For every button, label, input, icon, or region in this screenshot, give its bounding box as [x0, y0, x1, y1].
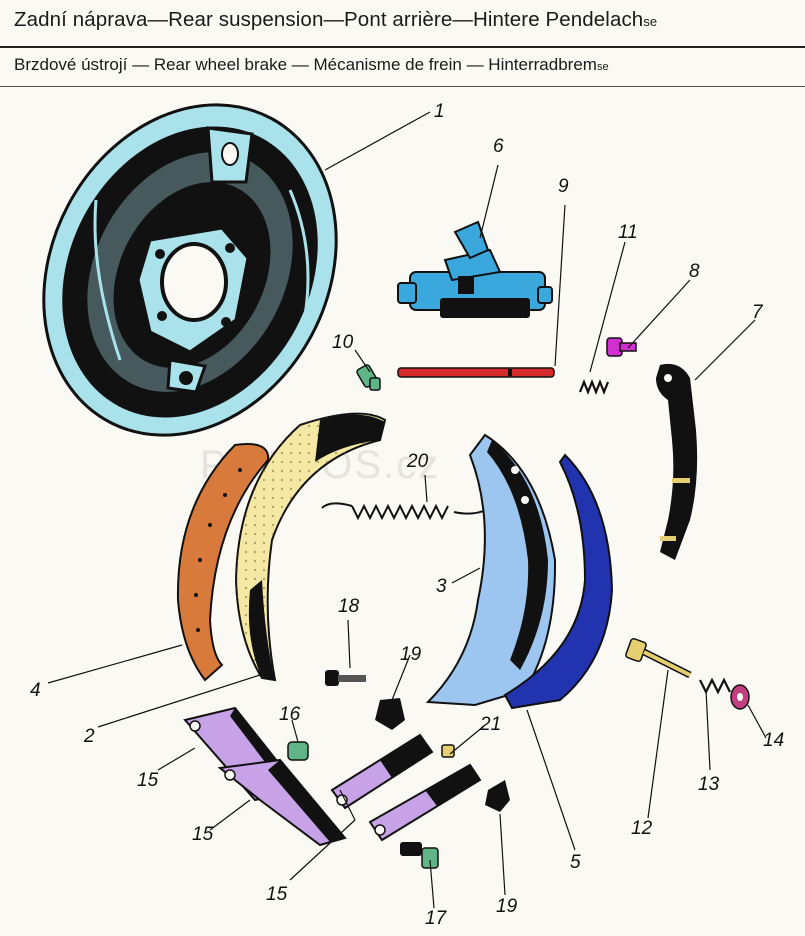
part-bleeder-screw [356, 364, 381, 391]
part-lining-right [503, 453, 614, 710]
callout-15-a: 15 [137, 770, 159, 791]
callout-3: 3 [436, 576, 447, 597]
callout-16: 16 [279, 704, 301, 725]
part-lever-pin [606, 337, 637, 357]
callout-5: 5 [570, 852, 581, 873]
part-levers [183, 706, 482, 847]
callout-9: 9 [558, 176, 569, 197]
part-clip-upper [375, 698, 405, 730]
part-handbrake-lever [656, 363, 698, 560]
callout-11: 11 [618, 222, 638, 243]
callout-21: 21 [479, 714, 501, 735]
part-wheel-cylinder [397, 220, 553, 318]
page-subtitle: Brzdové ústrojí — Rear wheel brake — Méc… [14, 55, 609, 75]
part-lining-left [176, 443, 270, 682]
callout-19-upper: 19 [400, 644, 422, 665]
callout-17: 17 [425, 908, 448, 929]
page-subtitle-text: Brzdové ústrojí — Rear wheel brake — Méc… [14, 55, 597, 74]
callout-12: 12 [631, 818, 653, 839]
callout-8: 8 [689, 261, 700, 282]
part-backing-plate [42, 103, 338, 437]
part-clip-lower [485, 780, 510, 812]
part-bushing [287, 741, 309, 761]
callout-7: 7 [752, 302, 764, 323]
callout-6: 6 [493, 136, 504, 157]
part-screw [325, 670, 366, 686]
callout-4: 4 [30, 680, 41, 701]
part-washer [730, 684, 750, 710]
callout-2: 2 [83, 726, 95, 747]
part-adjuster-bolt [625, 637, 692, 679]
callout-13: 13 [698, 774, 720, 795]
callout-20: 20 [406, 451, 429, 472]
page-title-text: Zadní náprava—Rear suspension—Pont arriè… [14, 8, 644, 31]
subtitle-rule [0, 86, 805, 87]
callout-15-b: 15 [192, 824, 214, 845]
callout-18: 18 [338, 596, 360, 617]
part-adjuster-spring [699, 677, 731, 695]
callout-14: 14 [763, 730, 784, 751]
callout-15-c: 15 [266, 884, 288, 905]
part-push-rod [397, 367, 555, 378]
part-stud [400, 842, 439, 869]
title-rule [0, 46, 805, 48]
part-small-sleeve [441, 744, 455, 758]
callout-19-lower: 19 [496, 896, 518, 917]
page-title: Zadní náprava—Rear suspension—Pont arriè… [14, 8, 657, 32]
page-title-tail: se [643, 14, 658, 29]
part-small-spring [578, 379, 610, 395]
part-return-spring-long [321, 502, 487, 521]
callout-1: 1 [434, 101, 445, 122]
part-shoe-left [234, 412, 387, 682]
callout-10: 10 [332, 332, 354, 353]
leader-lines [47, 111, 767, 909]
page-subtitle-tail: se [596, 61, 609, 73]
part-shoe-right [425, 433, 557, 707]
